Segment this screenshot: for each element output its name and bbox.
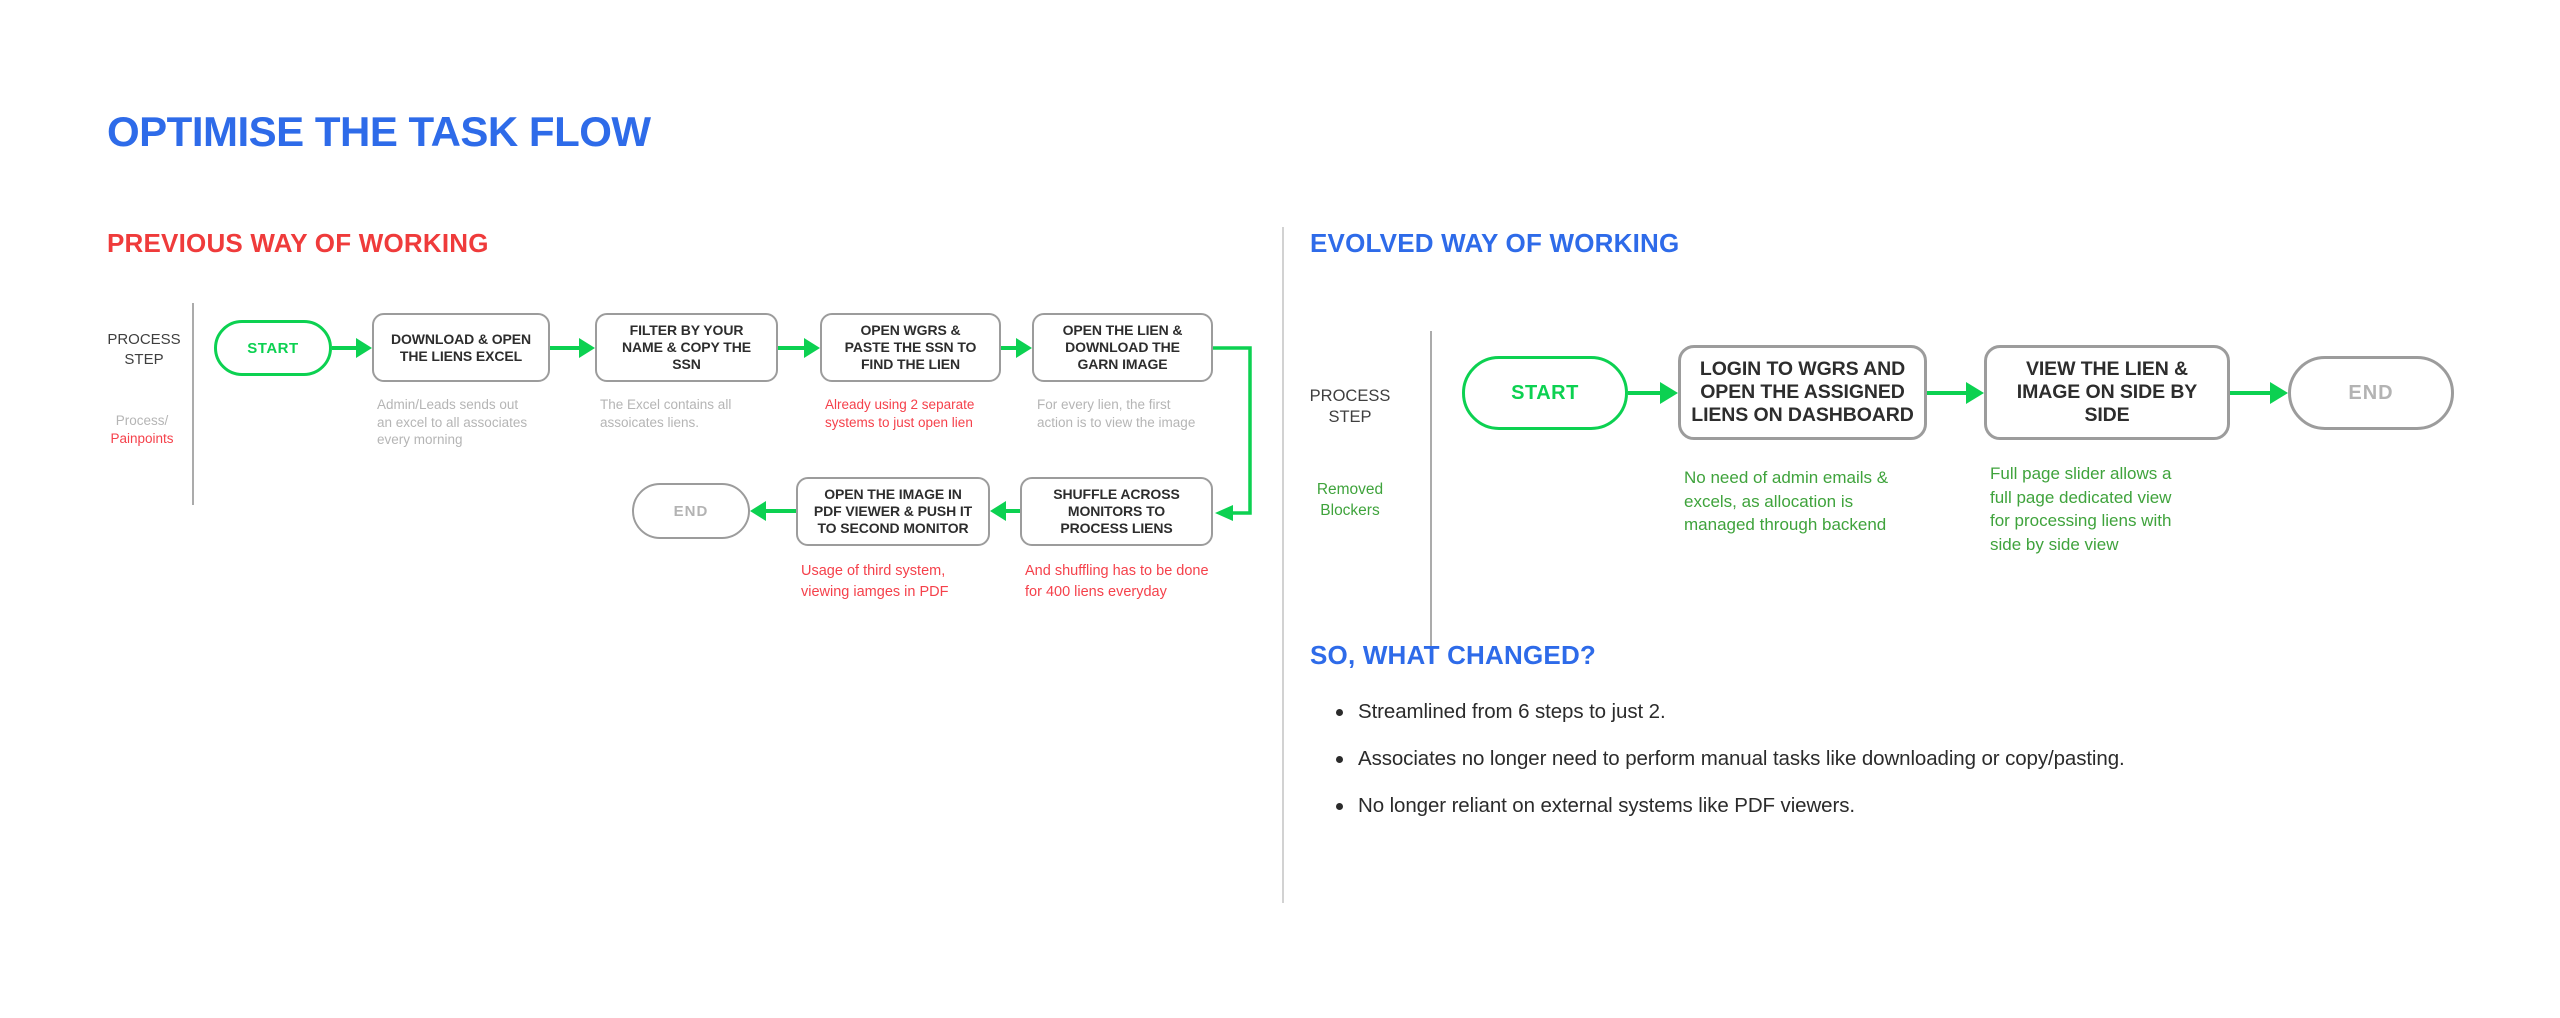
step-caption-painpoint: Usage of third system, viewing iamges in… — [801, 563, 949, 600]
step-filter-copy-ssn: FILTER BY YOUR NAME & COPY THE SSN — [595, 313, 778, 382]
previous-section-heading: PREVIOUS WAY OF WORKING — [107, 228, 489, 258]
arrow-head — [356, 338, 372, 358]
step-login-wgrs-dashboard: LOGIN TO WGRS AND OPEN THE ASSIGNED LIEN… — [1678, 345, 1927, 440]
evolved-section-heading: EVOLVED WAY OF WORKING — [1310, 228, 1680, 258]
arrow-right-icon — [1628, 382, 1678, 404]
process-step-label-previous: PROCESS STEP — [107, 331, 181, 368]
step-view-lien-side-by-side: VIEW THE LIEN & IMAGE ON SIDE BY SIDE — [1984, 345, 2230, 440]
section-divider — [1282, 227, 1284, 903]
process-painpoints-label: Process/ Painpoints — [92, 412, 192, 448]
step-caption: The Excel contains all assoicates liens. — [600, 397, 732, 430]
step-caption: Admin/Leads sends out an excel to all as… — [377, 397, 528, 447]
arrow-shaft — [2230, 391, 2272, 395]
arrow-right-icon — [2230, 382, 2288, 404]
step-open-wgrs-paste-ssn: OPEN WGRS & PASTE THE SSN TO FIND THE LI… — [820, 313, 1001, 382]
change-bullet-item: Streamlined from 6 steps to just 2. — [1336, 700, 1666, 724]
bullet-icon — [1336, 708, 1343, 716]
change-bullet-item: Associates no longer need to perform man… — [1336, 747, 2125, 771]
changes-heading: SO, WHAT CHANGED? — [1310, 640, 1597, 670]
process-step-label-evolved: PROCESS STEP — [1309, 387, 1391, 427]
arrow-right-icon — [1927, 382, 1984, 404]
arrow-head — [579, 338, 595, 358]
change-bullet-text: Streamlined from 6 steps to just 2. — [1358, 700, 1666, 723]
change-bullet-text: No longer reliant on external systems li… — [1358, 794, 1855, 817]
arrow-head — [2270, 382, 2288, 404]
step-open-image-pdf-viewer: OPEN THE IMAGE IN PDF VIEWER & PUSH IT T… — [796, 477, 990, 546]
start-node-previous: START — [214, 320, 332, 376]
connector-arrow-icon — [1213, 346, 1252, 521]
removed-blockers-label: Removed Blockers — [1316, 481, 1384, 519]
step-caption-benefit: Full page slider allows a full page dedi… — [1990, 464, 2172, 554]
step-open-lien-download-image: OPEN THE LIEN & DOWNLOAD THE GARN IMAGE — [1032, 313, 1213, 382]
arrow-shaft — [1004, 509, 1020, 513]
arrow-right-icon — [332, 338, 372, 358]
arrow-head — [990, 501, 1006, 521]
arrow-shaft — [332, 346, 358, 350]
step-caption-benefit: No need of admin emails & excels, as all… — [1684, 468, 1889, 534]
start-node-evolved: START — [1462, 356, 1628, 430]
arrow-right-icon — [550, 338, 595, 358]
arrow-left-icon — [990, 501, 1020, 521]
arrow-shaft — [550, 346, 581, 350]
arrow-shaft — [764, 509, 796, 513]
arrow-left-icon — [750, 501, 796, 521]
arrow-head — [1966, 382, 1984, 404]
process-label: Process/ — [115, 413, 169, 428]
arrow-head — [1016, 338, 1032, 358]
step-caption-painpoint: And shuffling has to be done for 400 lie… — [1025, 563, 1209, 600]
change-bullet-item: No longer reliant on external systems li… — [1336, 794, 1855, 818]
step-download-open-excel: DOWNLOAD & OPEN THE LIENS EXCEL — [372, 313, 550, 382]
bullet-icon — [1336, 755, 1343, 763]
painpoints-label: Painpoints — [110, 431, 174, 447]
arrow-head — [804, 338, 820, 358]
page-title: OPTIMISE THE TASK FLOW — [107, 108, 651, 155]
end-node-evolved: END — [2288, 356, 2454, 430]
connector-arrow-head — [1215, 505, 1233, 521]
arrow-right-icon — [778, 338, 820, 358]
arrow-head — [1660, 382, 1678, 404]
arrow-shaft — [1628, 391, 1662, 395]
arrow-shaft — [1001, 346, 1018, 350]
end-node-previous: END — [632, 483, 750, 539]
arrow-head — [750, 501, 766, 521]
rail-divider-previous — [192, 303, 194, 505]
arrow-shaft — [1927, 391, 1968, 395]
change-bullet-text: Associates no longer need to perform man… — [1358, 747, 2125, 770]
arrow-right-icon — [1001, 338, 1032, 358]
step-caption: For every lien, the first action is to v… — [1037, 397, 1196, 430]
step-caption-painpoint: Already using 2 separate systems to just… — [825, 397, 975, 430]
step-shuffle-monitors: SHUFFLE ACROSS MONITORS TO PROCESS LIENS — [1020, 477, 1213, 546]
bullet-icon — [1336, 802, 1343, 810]
arrow-shaft — [778, 346, 806, 350]
rail-divider-evolved — [1430, 331, 1432, 653]
connector-path — [1213, 346, 1252, 515]
